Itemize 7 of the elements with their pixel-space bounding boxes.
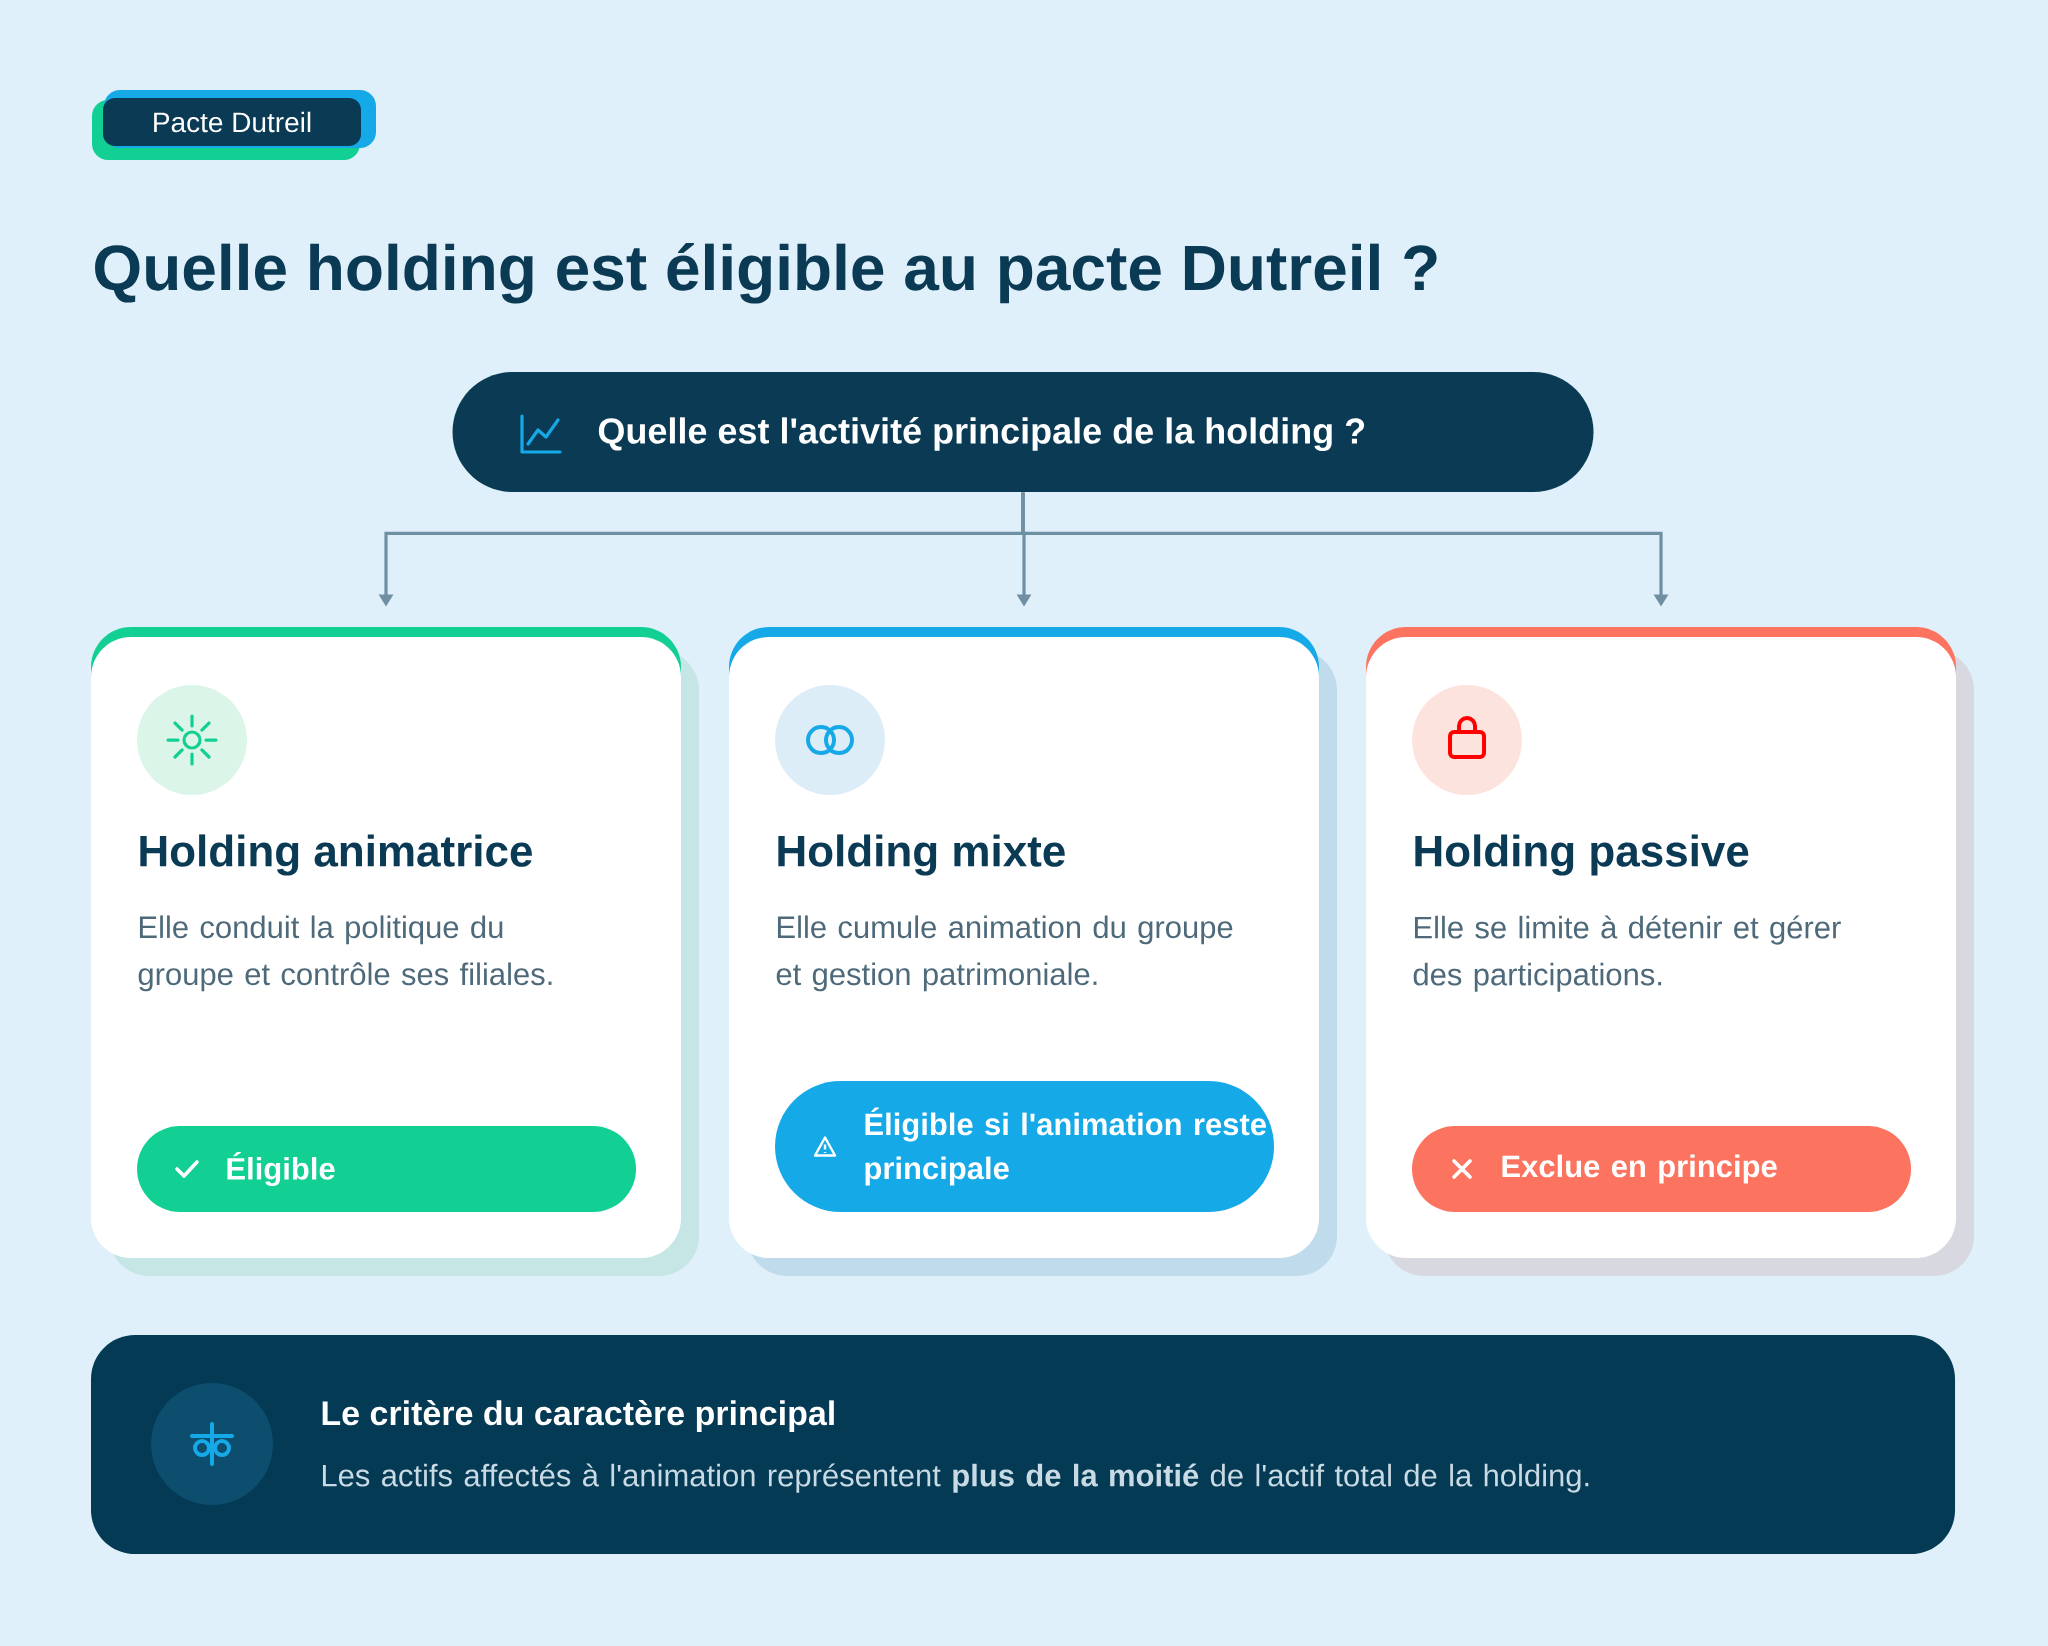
status-badge: Exclue en principe [1412, 1126, 1912, 1213]
tag-badge: Pacte Dutreil [92, 90, 376, 160]
title: Quelle holding est éligible au pacte Dutreil ? [95, 243, 1437, 304]
question-box: Quelle est l'activité principale de la holding ? [452, 372, 1594, 492]
info-panel: Le critère du caractère principal Les actifs affectés à l'animation représentent plus de la moitié de l'actif total de la holding. [91, 1335, 1956, 1555]
status-badge: Éligible [137, 1126, 636, 1213]
status-badge: Éligible si l'animation reste principale [775, 1081, 1274, 1213]
